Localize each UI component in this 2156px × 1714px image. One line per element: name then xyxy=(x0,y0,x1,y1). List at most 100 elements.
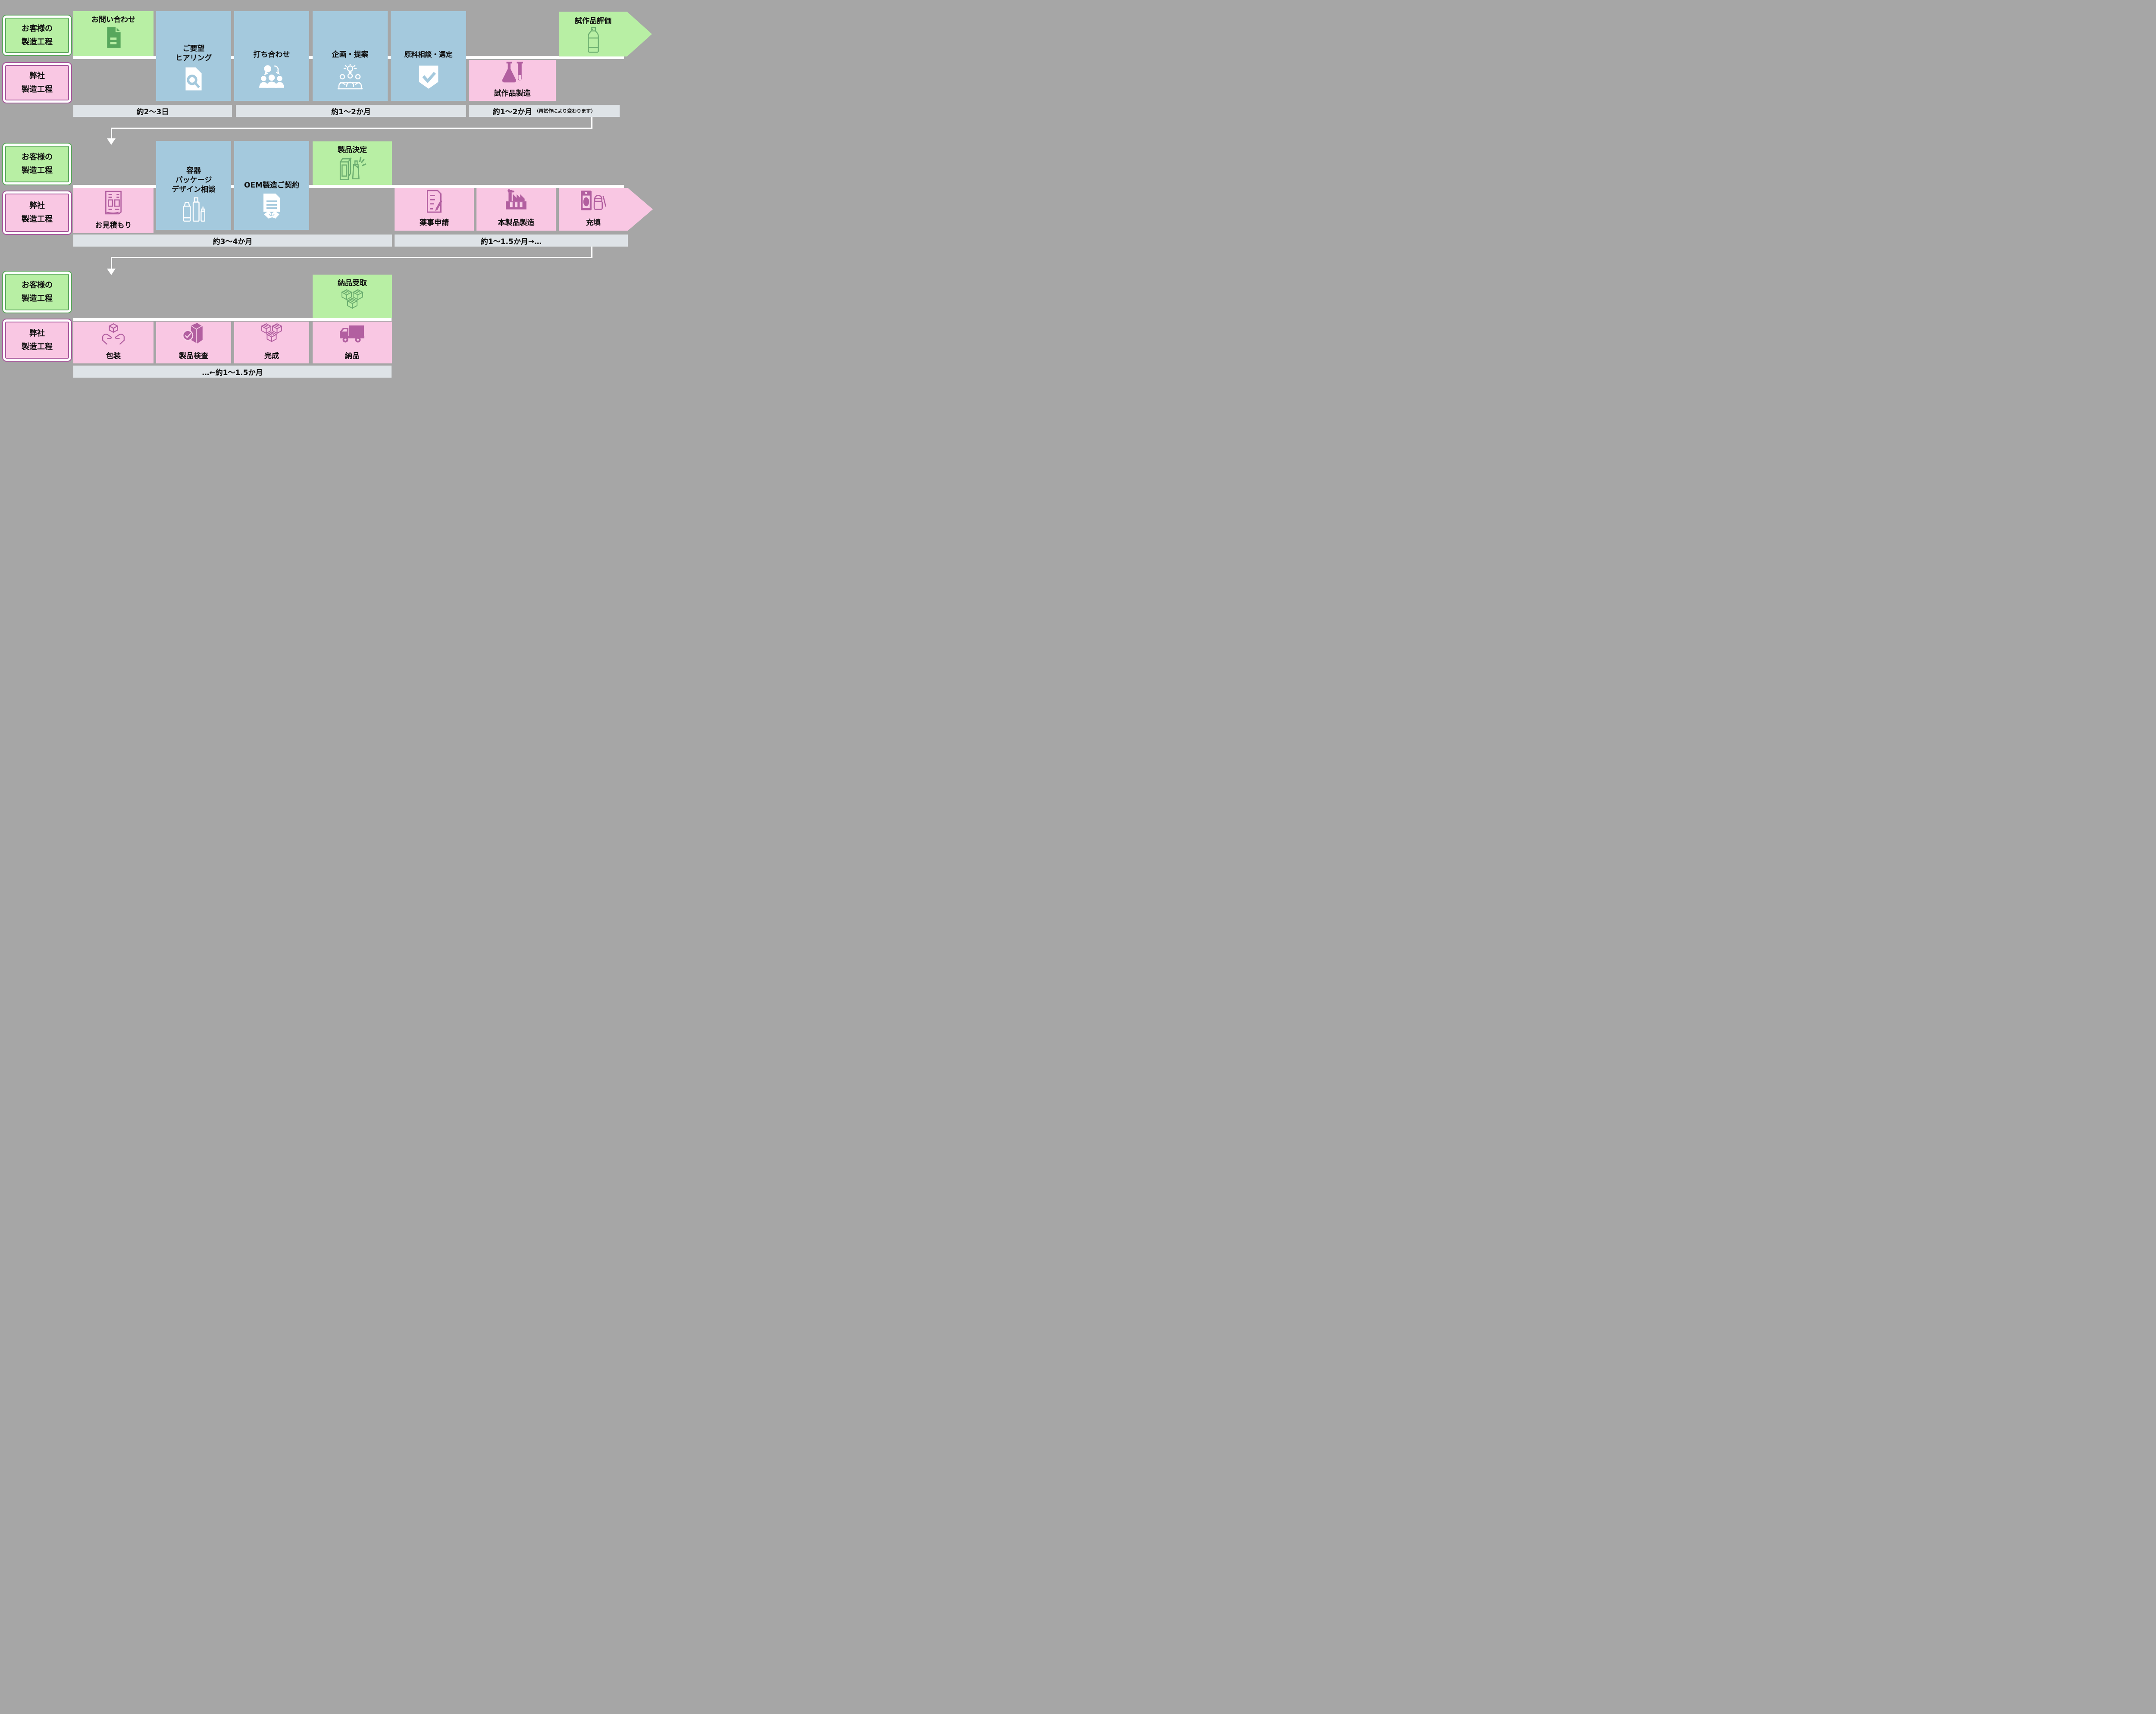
lane-label-customer-row3: お客様の 製造工程 xyxy=(2,271,72,313)
step-label: 企画・提案 xyxy=(332,50,369,59)
connector-row1-vertical-left xyxy=(111,128,112,139)
timeline-finishing-phase: …←約1〜1.5か月 xyxy=(73,366,392,378)
step-delivery: 納品 xyxy=(313,322,392,363)
timeline-text: 約1〜2か月 xyxy=(331,107,371,116)
step-label: お問い合わせ xyxy=(91,16,135,24)
step-label: 製品決定 xyxy=(338,146,367,154)
lane-label-text: 製造工程 xyxy=(22,342,53,351)
lane-label-text: 製造工程 xyxy=(22,84,53,94)
timeline-inquiry-phase: 約2〜3日 xyxy=(73,105,232,117)
stacked-boxes-icon xyxy=(341,289,364,309)
idea-meeting-icon xyxy=(337,64,363,90)
step-filling: 充填 xyxy=(559,188,653,231)
connector-row2-vertical-left xyxy=(111,257,112,269)
step-oem-contract: OEM製造ご契約 xyxy=(234,141,309,230)
step-prototype-eval: 試作品評価 xyxy=(559,12,652,56)
step-label: 納品 xyxy=(345,352,360,360)
step-regulatory: 薬事申請 xyxy=(395,188,474,231)
factory-icon xyxy=(506,189,526,210)
lane-label-company-row2: 弊社 製造工程 xyxy=(2,191,72,235)
people-chat-icon xyxy=(259,65,284,88)
lane-divider-row2 xyxy=(73,185,624,188)
step-planning: 企画・提案 xyxy=(313,11,388,101)
timeline-text: 約2〜3日 xyxy=(136,107,169,116)
timeline-production-phase: 約1〜1.5か月→… xyxy=(395,235,628,247)
step-product-decision: 製品決定 xyxy=(313,141,392,185)
step-label: デザイン相談 xyxy=(172,185,216,194)
step-label: パッケージ xyxy=(175,176,212,185)
step-label: 充填 xyxy=(586,219,601,227)
step-label: OEM製造ご契約 xyxy=(244,181,299,190)
step-package-design: 容器 パッケージ デザイン相談 xyxy=(156,141,231,230)
box-check-icon xyxy=(182,323,203,344)
lane-label-text: 製造工程 xyxy=(22,294,53,303)
step-estimate: お見積もり xyxy=(73,188,154,233)
step-label: 薬事申請 xyxy=(420,219,449,227)
step-label: 本製品製造 xyxy=(498,219,535,227)
oem-process-flow-diagram: お客様の 製造工程 弊社 製造工程 お客様の 製造工程 弊社 製造工程 お客様の… xyxy=(0,0,676,384)
lane-label-text: お客様の xyxy=(22,153,53,162)
truck-icon xyxy=(340,325,364,343)
shield-check-icon xyxy=(419,66,438,89)
step-delivery-receipt: 納品受取 xyxy=(313,275,392,318)
step-inquiry: お問い合わせ xyxy=(73,11,154,56)
step-label: 試作品評価 xyxy=(575,17,611,25)
cosmetics-packaging-icon xyxy=(580,190,607,212)
step-raw-material: 原料相談・選定 xyxy=(391,11,466,101)
connector-row1-arrowhead-icon xyxy=(107,138,116,145)
lane-label-customer-row1: お客様の 製造工程 xyxy=(2,15,72,56)
lane-label-company-row3: 弊社 製造工程 xyxy=(2,319,72,362)
step-label: 製品検査 xyxy=(179,352,208,360)
connector-row2-horizontal xyxy=(111,257,592,258)
timeline-text: 約3〜4か月 xyxy=(213,237,253,246)
step-label: 容器 xyxy=(186,166,201,175)
timeline-text: 約1〜2か月 xyxy=(492,107,533,116)
step-label: 包装 xyxy=(106,352,121,360)
lane-label-text: 弊社 xyxy=(29,71,45,81)
step-packaging: 包装 xyxy=(73,322,154,363)
connector-row2-vertical-right xyxy=(591,246,592,258)
hands-box-icon xyxy=(102,323,125,345)
step-main-mfg: 本製品製造 xyxy=(476,188,556,231)
timeline-text: 約1〜1.5か月→… xyxy=(480,237,542,246)
step-label: 完成 xyxy=(264,352,279,360)
lane-label-text: お客様の xyxy=(22,24,53,33)
step-label: 納品受取 xyxy=(338,279,367,288)
lane-label-text: 弊社 xyxy=(29,328,45,338)
step-meeting: 打ち合わせ xyxy=(234,11,309,101)
document-pencil-icon xyxy=(427,190,442,213)
lane-label-customer-row2: お客様の 製造工程 xyxy=(2,143,72,185)
lane-label-text: 製造工程 xyxy=(22,215,53,224)
step-inspection: 製品検査 xyxy=(156,322,231,363)
bottle-icon xyxy=(587,27,600,53)
cosmetics-containers-icon xyxy=(183,197,205,222)
step-label: お見積もり xyxy=(95,221,132,230)
timeline-design-phase: 約3〜4か月 xyxy=(73,235,392,247)
connector-row1-vertical-right xyxy=(591,116,592,129)
connector-row2-arrowhead-icon xyxy=(107,269,116,275)
document-icon xyxy=(107,27,121,48)
step-label: 打ち合わせ xyxy=(253,50,290,59)
step-prototype-mfg: 試作品製造 xyxy=(469,60,556,101)
contract-handshake-icon xyxy=(263,194,280,219)
stacked-boxes-icon xyxy=(260,323,283,342)
step-label: ヒアリング xyxy=(175,54,212,63)
timeline-planning-phase: 約1〜2か月 xyxy=(236,105,466,117)
lane-label-text: 製造工程 xyxy=(22,37,53,47)
lane-divider-row3 xyxy=(73,318,392,321)
lane-label-company-row1: 弊社 製造工程 xyxy=(2,62,72,103)
lane-label-text: 製造工程 xyxy=(22,166,53,175)
step-label: 試作品製造 xyxy=(494,89,531,98)
connector-row1-horizontal xyxy=(111,128,592,129)
timeline-text: …←約1〜1.5か月 xyxy=(202,368,263,377)
flask-icon xyxy=(502,62,523,83)
quotation-sheet-icon xyxy=(105,191,122,215)
timeline-note: （再試作により変わります） xyxy=(534,108,596,114)
lane-label-text: お客様の xyxy=(22,281,53,290)
step-label: 原料相談・選定 xyxy=(404,50,453,59)
step-hearing: ご要望 ヒアリング xyxy=(156,11,231,101)
product-box-bottle-icon xyxy=(339,156,367,181)
lane-label-text: 弊社 xyxy=(29,201,45,211)
step-label: ご要望 xyxy=(182,44,205,53)
timeline-prototype-phase: 約1〜2か月 （再試作により変わります） xyxy=(469,105,620,117)
